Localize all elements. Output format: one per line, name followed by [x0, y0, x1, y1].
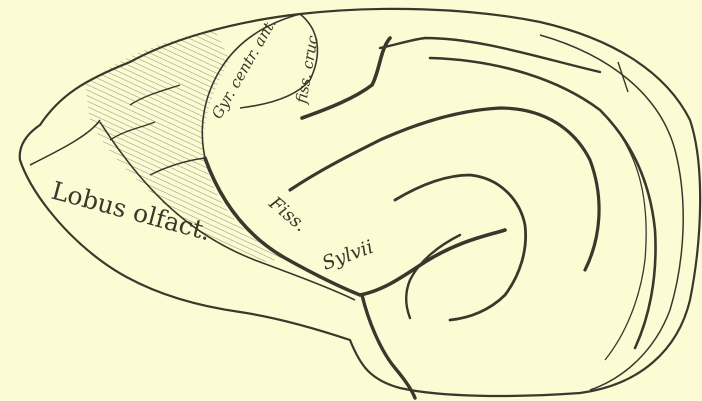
label-fiss-cruc: fiss. cruc [292, 33, 322, 105]
label-sylvii: Sylvii [319, 236, 376, 275]
sylvian-fissure [205, 158, 505, 295]
cruciate-branch [380, 38, 600, 72]
lateral-sulcus [290, 108, 599, 270]
suprasylvian-sulcus [430, 58, 656, 348]
ectosylvian-sulcus [395, 175, 526, 320]
outer-arch-2 [600, 110, 646, 360]
label-fiss: Fiss. [264, 192, 311, 236]
short-vertical-sulcus [618, 62, 628, 92]
